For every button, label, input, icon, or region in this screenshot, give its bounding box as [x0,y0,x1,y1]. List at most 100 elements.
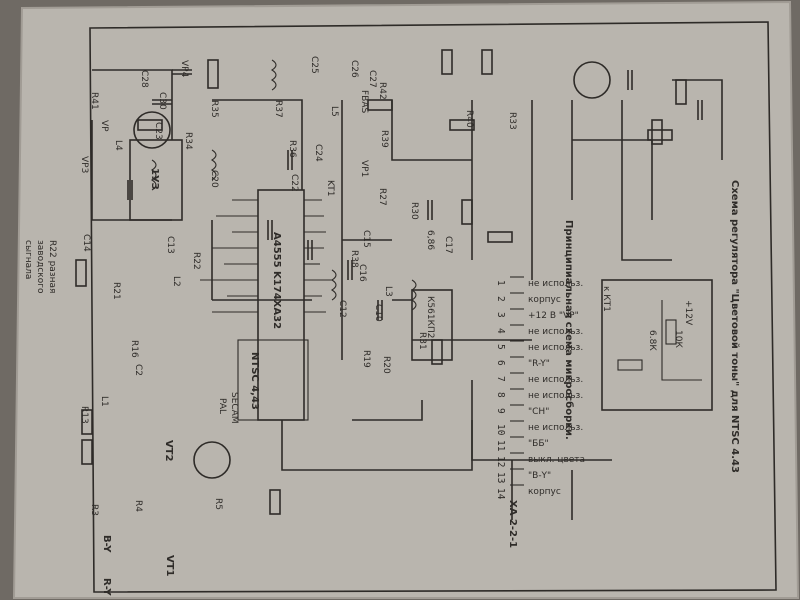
svg-text:VP1: VP1 [359,160,369,177]
side-note-3: сыгнала [23,240,33,279]
ic-system-label: NTSC 4,43 [249,352,260,410]
ic-small-label: 1УЗ [149,168,160,190]
ic-pins [200,199,332,313]
connector-pin-desc: не использ. [528,391,583,401]
wiring [91,69,723,520]
connector-pin-number: 14 [495,488,506,500]
svg-text:R36: R36 [287,140,297,158]
svg-text:C27: C27 [367,70,377,88]
svg-text:R20: R20 [381,356,391,374]
connector-pin-number: 2 [495,296,506,302]
connector-pin-number: 11 [495,440,506,452]
svg-text:C12: C12 [337,300,347,318]
svg-text:R16: R16 [129,340,139,358]
ic-main-label: A4555 K174XA32 [271,232,282,329]
svg-text:C23: C23 [153,122,163,140]
svg-text:C20: C20 [209,170,219,188]
svg-text:R41: R41 [89,92,99,110]
svg-text:R22: R22 [191,252,201,270]
svg-text:R35: R35 [209,100,219,118]
side-note-1: R22 разная [47,240,57,293]
svg-text:C30: C30 [157,92,167,110]
svg-text:L1: L1 [99,396,109,407]
footer-caption: Схема регулятора "Цветовой тоны" для NTS… [729,180,740,473]
svg-text:C14: C14 [81,234,91,252]
component-labels: R41 C28 C30 VP4 R35 C23 L4 R34 VP VP3 C2… [79,56,517,516]
svg-text:C17: C17 [443,236,453,254]
svg-text:C15: C15 [361,230,371,248]
svg-text:C10: C10 [373,304,383,322]
svg-text:R19: R19 [361,350,371,368]
svg-text:R3: R3 [89,504,99,516]
subschematic-kt: к КТ1 [601,286,611,312]
svg-text:C22: C22 [289,174,299,192]
svg-text:R37: R37 [273,100,283,118]
svg-text:R33: R33 [507,112,517,130]
svg-text:R40: R40 [464,110,474,128]
svg-text:L4: L4 [113,140,123,151]
svg-text:C2: C2 [133,364,143,376]
subschematic-title: Принципиальная схема микросборки. [563,220,575,440]
connector-pin-desc: не использ. [528,375,583,385]
connector-pin-number: 5 [495,344,506,350]
svg-text:C13: C13 [165,236,175,254]
ic-system-block [237,339,309,421]
svg-text:R42: R42 [377,82,387,100]
ic-secam-label: SECAM [229,392,239,424]
connector-pin-number: 6 [495,360,506,366]
transistor-vt2-label: VT2 [163,440,174,462]
svg-text:VP: VP [99,120,109,132]
subschematic-supply: +12V [683,300,693,326]
svg-text:C26: C26 [349,60,359,78]
transistor-vt-out [573,61,611,99]
connector-pin-number: 4 [495,328,506,334]
connector-pin-desc: "В-Y" [528,471,551,481]
svg-text:L2: L2 [171,276,181,287]
connector-pin-desc: не использ. [528,279,583,289]
connector-pin-desc: "СН" [528,407,549,417]
frame [89,21,777,593]
connector-pin-desc: "R-Y" [528,359,550,369]
transistor-vt1-label: VT1 [164,555,175,577]
connector-pin-number: 12 [495,456,506,467]
svg-text:VP4: VP4 [179,60,189,78]
subschematic-ra: 6.8К [647,330,657,351]
connector-pin-number: 10 [495,424,506,436]
svg-text:L5: L5 [329,106,339,117]
capacitors [127,69,703,320]
connector-title: ХА 2-2-1 [507,500,518,548]
connector-pin-desc: не использ. [528,327,583,337]
input-r-y: R-Y [101,578,112,596]
connector-pin-number: 3 [495,312,506,318]
connector-pin-number: 1 [495,280,506,286]
connector-pin-desc: выкл. цвета [528,455,585,465]
connector-pin-number: 8 [495,392,506,398]
coils [150,59,417,311]
svg-text:R38: R38 [349,250,359,268]
svg-text:KT1: KT1 [325,180,335,196]
transistor-vt1 [193,441,231,479]
connector-list: ХА 2-2-1 1 не использ. 2 корпус 3 +12 В "VP" 4… [495,276,585,548]
svg-text:R13: R13 [79,406,89,424]
resistors [75,49,687,515]
svg-text:R21: R21 [111,282,121,300]
svg-text:C25: C25 [309,56,319,74]
connector-pin-desc: +12 В "VP" [528,311,579,321]
connector-pin-desc: корпус [528,487,561,497]
transistor-vt2 [133,111,171,149]
schematic-rotated: R22 разная заводского сыгнала A4555 K174… [23,49,740,596]
svg-text:FBAS: FBAS [359,90,369,114]
connector-pin-number: 9 [495,408,506,414]
side-note-2: заводского [35,240,45,294]
ic-dd-label: К561КП2 [425,296,435,338]
svg-text:C24: C24 [313,144,323,162]
svg-text:6,86: 6,86 [425,230,435,250]
connector-pin-number: 7 [495,376,506,382]
svg-text:R30: R30 [409,202,419,220]
ic-pal-label: PAL [217,398,227,414]
svg-text:R5: R5 [213,498,223,510]
connector-pin-desc: "ББ" [528,439,549,449]
svg-text:R4: R4 [133,500,143,512]
